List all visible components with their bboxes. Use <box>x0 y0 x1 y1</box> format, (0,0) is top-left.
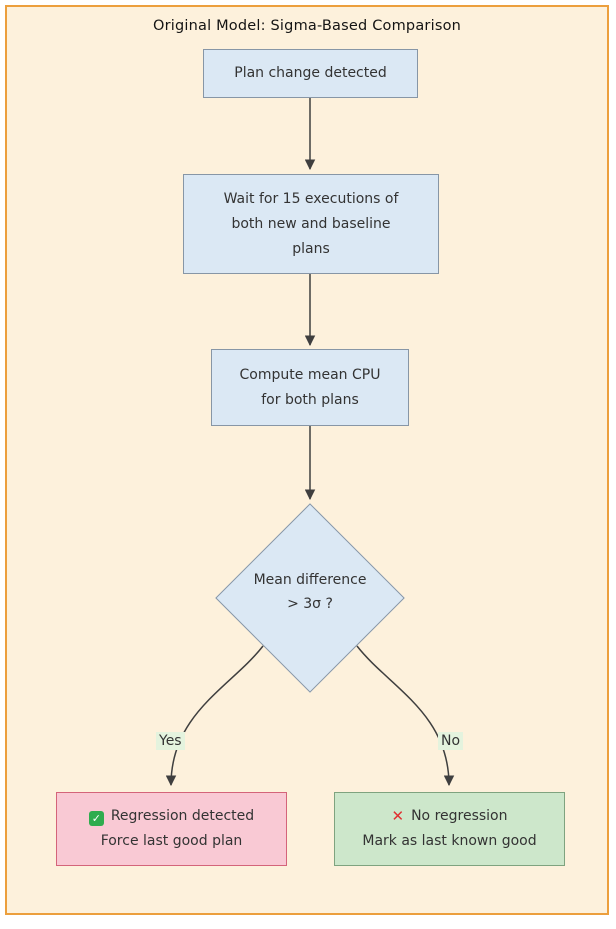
no-regression-title: No regression <box>411 808 508 824</box>
node-text-line: Wait for 15 executions of <box>223 190 399 207</box>
regression-title: Regression detected <box>110 808 255 824</box>
edge-decision-yes <box>165 645 264 787</box>
node-plan-change-detected: Plan change detected <box>203 49 418 98</box>
node-text-line: > 3σ ? <box>287 596 333 612</box>
node-text-line: both new and baseline <box>231 215 391 232</box>
node-text-line: plans <box>292 240 330 257</box>
node-text-line: Mean difference <box>253 572 367 588</box>
diagram-frame: Original Model: Sigma-Based Comparison P… <box>5 5 609 915</box>
edge-label-yes: Yes <box>156 732 185 750</box>
node-text-line: Mark as last known good <box>362 833 537 849</box>
diagram-title: Original Model: Sigma-Based Comparison <box>152 18 462 34</box>
check-icon: ✓ <box>88 811 104 826</box>
node-text-line: Plan change detected <box>234 65 387 81</box>
decision-diamond-text: Mean difference > 3σ ? <box>210 568 410 616</box>
flowchart-edges <box>165 98 455 787</box>
node-wait-for-executions: Wait for 15 executions of both new and b… <box>183 174 439 274</box>
node-text-line: for both plans <box>261 391 359 408</box>
node-text-line: ✓ Regression detected <box>88 804 255 829</box>
node-text-line: Force last good plan <box>100 833 243 849</box>
edge-decision-no <box>356 645 455 787</box>
cross-icon: ✕ <box>391 807 405 825</box>
node-text-line: ✕ No regression <box>392 804 508 829</box>
node-text-line: Compute mean CPU <box>239 366 381 383</box>
node-regression-detected: ✓ Regression detected Force last good pla… <box>56 792 287 866</box>
node-compute-mean-cpu: Compute mean CPU for both plans <box>211 349 409 426</box>
node-no-regression: ✕ No regression Mark as last known good <box>334 792 565 866</box>
edge-label-no: No <box>438 732 464 750</box>
